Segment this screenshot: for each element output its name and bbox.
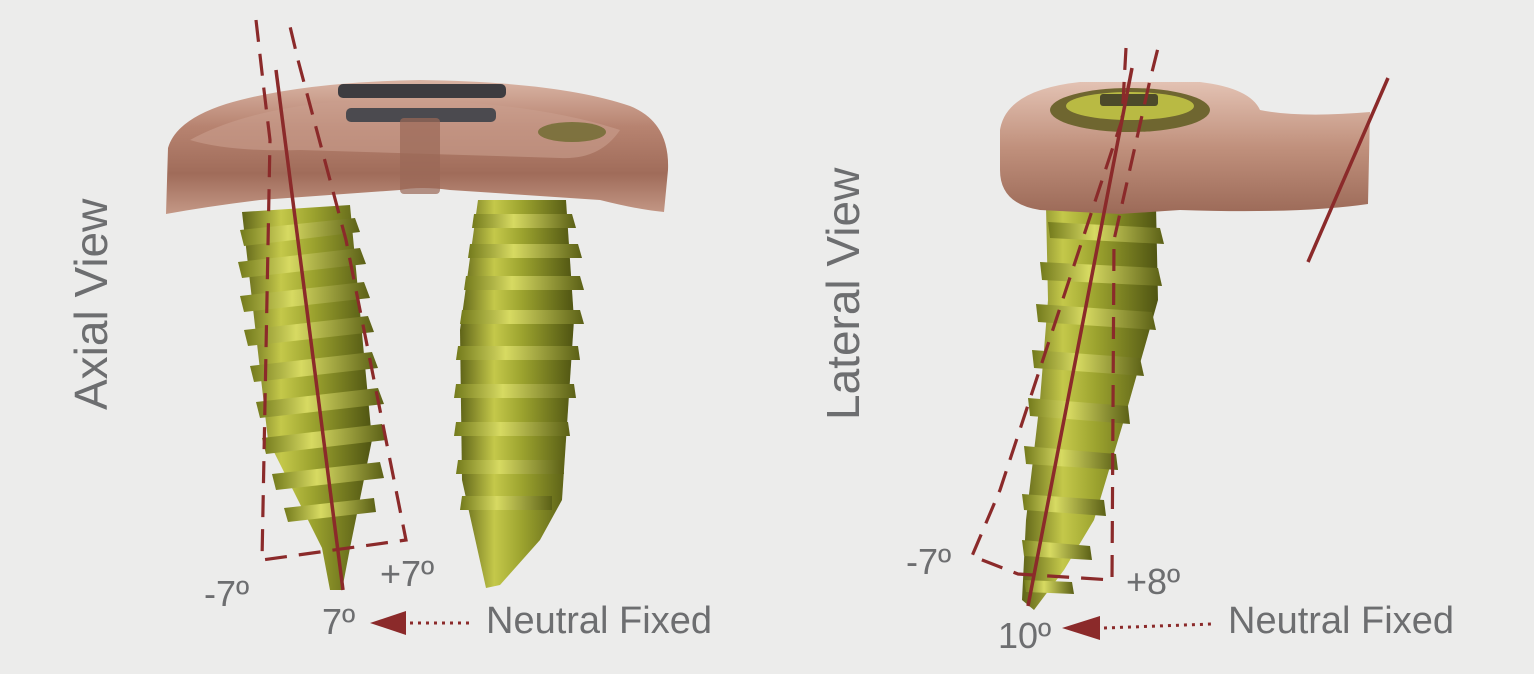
lateral-plus-angle: +8º [1126,561,1181,602]
axial-fixed-angle: 7º [322,601,356,642]
axial-minus-angle: -7º [204,573,250,614]
lateral-angle-lines [969,39,1162,607]
axial-view-title: Axial View [65,198,117,410]
axial-neutral-label: Neutral Fixed [486,600,712,642]
axial-plus-angle: +7º [380,553,435,594]
axial-angle-lines [254,17,408,591]
lateral-minus-angle: -7º [906,541,952,582]
lateral-neutral-label: Neutral Fixed [1228,600,1454,642]
axial-right-screw [454,200,584,588]
lateral-screw [1022,206,1164,610]
lateral-arrow [1062,616,1213,640]
lateral-view-title: Lateral View [817,167,869,420]
axial-arrow [370,611,472,635]
lateral-plate-edge-line [1306,77,1390,263]
axial-plate [166,80,669,214]
lateral-plate [1000,82,1370,214]
axial-left-screw [238,205,386,590]
lateral-fixed-angle: 10º [998,615,1052,656]
